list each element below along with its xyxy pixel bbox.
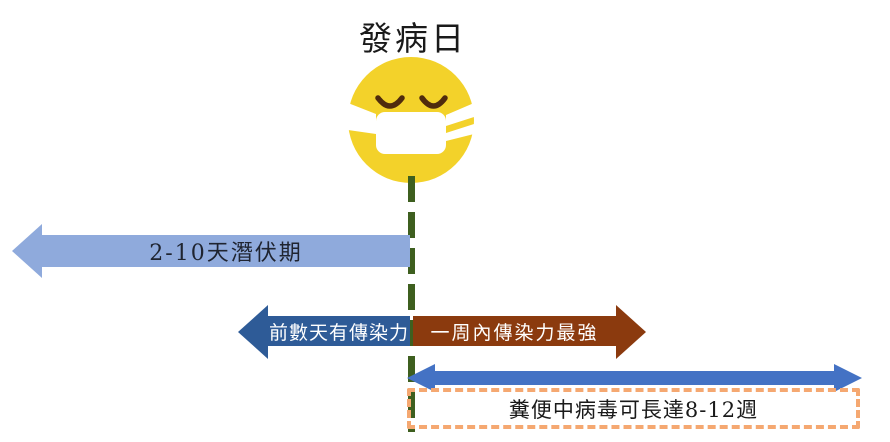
first-week-arrow-label: 一周內傳染力最強 [430, 321, 599, 344]
left-eye [375, 95, 405, 109]
masked-face-emoji-icon [348, 57, 474, 183]
incubation-arrow: 2-10天潛伏期 [42, 235, 410, 267]
face-mask [376, 112, 446, 154]
first-week-arrow-right-head-icon [616, 305, 646, 359]
pre-symptomatic-arrow-label: 前數天有傳染力 [268, 321, 409, 344]
incubation-arrow-label: 2-10天潛伏期 [149, 241, 303, 266]
page-title: 發病日 [359, 19, 467, 58]
pre-symptomatic-arrow-left-head-icon [238, 305, 268, 359]
first-week-arrow: 一周內傳染力最強 [413, 316, 616, 346]
onset-day-axis-line [408, 176, 415, 432]
mask-strap-right-upper [446, 103, 474, 126]
fecal-arrow-right-head-icon [834, 364, 862, 392]
right-eye [419, 95, 448, 109]
fecal-double-arrow [435, 371, 834, 385]
fecal-arrow-left-head-icon [407, 364, 435, 392]
mask-strap-right-lower [446, 124, 474, 141]
mask-strap-left [348, 103, 376, 134]
fecal-shedding-dashed-box: 糞便中病毒可長達8-12週 [407, 388, 860, 429]
incubation-arrow-left-head-icon [12, 224, 42, 278]
fecal-shedding-label: 糞便中病毒可長達8-12週 [508, 397, 759, 422]
pre-symptomatic-arrow: 前數天有傳染力 [268, 316, 410, 346]
